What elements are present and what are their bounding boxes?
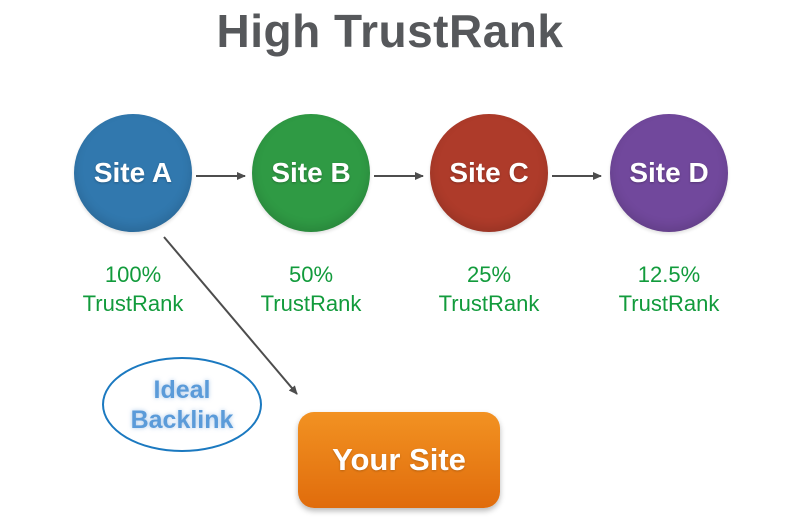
site-d-label: Site D [629, 157, 709, 188]
site-a-trust-text: TrustRank [82, 291, 184, 316]
site-b-trust-text: TrustRank [260, 291, 362, 316]
site-a-trust-percent: 100% [104, 262, 162, 287]
site-b-trustrank: 50% TrustRank [241, 260, 381, 318]
site-c-trustrank: 25% TrustRank [419, 260, 559, 318]
site-d-trust-text: TrustRank [618, 291, 720, 316]
site-c-trust-percent: 25% [466, 262, 512, 287]
site-b-trust-percent: 50% [288, 262, 334, 287]
ideal-backlink-line1: Ideal [153, 375, 211, 404]
site-a-node: Site A [74, 114, 192, 232]
site-a-trustrank: 100% TrustRank [63, 260, 203, 318]
ideal-backlink-callout: Ideal Backlink [102, 357, 262, 452]
your-site-label: Your Site [332, 442, 466, 477]
site-a-label: Site A [93, 157, 173, 188]
ideal-backlink-line2: Backlink [130, 405, 234, 434]
your-site-node: Your Site [298, 412, 500, 508]
site-d-trust-percent: 12.5% [637, 262, 701, 287]
site-d-node: Site D [610, 114, 728, 232]
site-c-trust-text: TrustRank [438, 291, 540, 316]
site-d-trustrank: 12.5% TrustRank [599, 260, 739, 318]
site-b-label: Site B [271, 157, 351, 188]
diagram-title: High TrustRank [216, 5, 564, 57]
site-b-node: Site B [252, 114, 370, 232]
site-c-label: Site C [449, 157, 529, 188]
site-c-node: Site C [430, 114, 548, 232]
